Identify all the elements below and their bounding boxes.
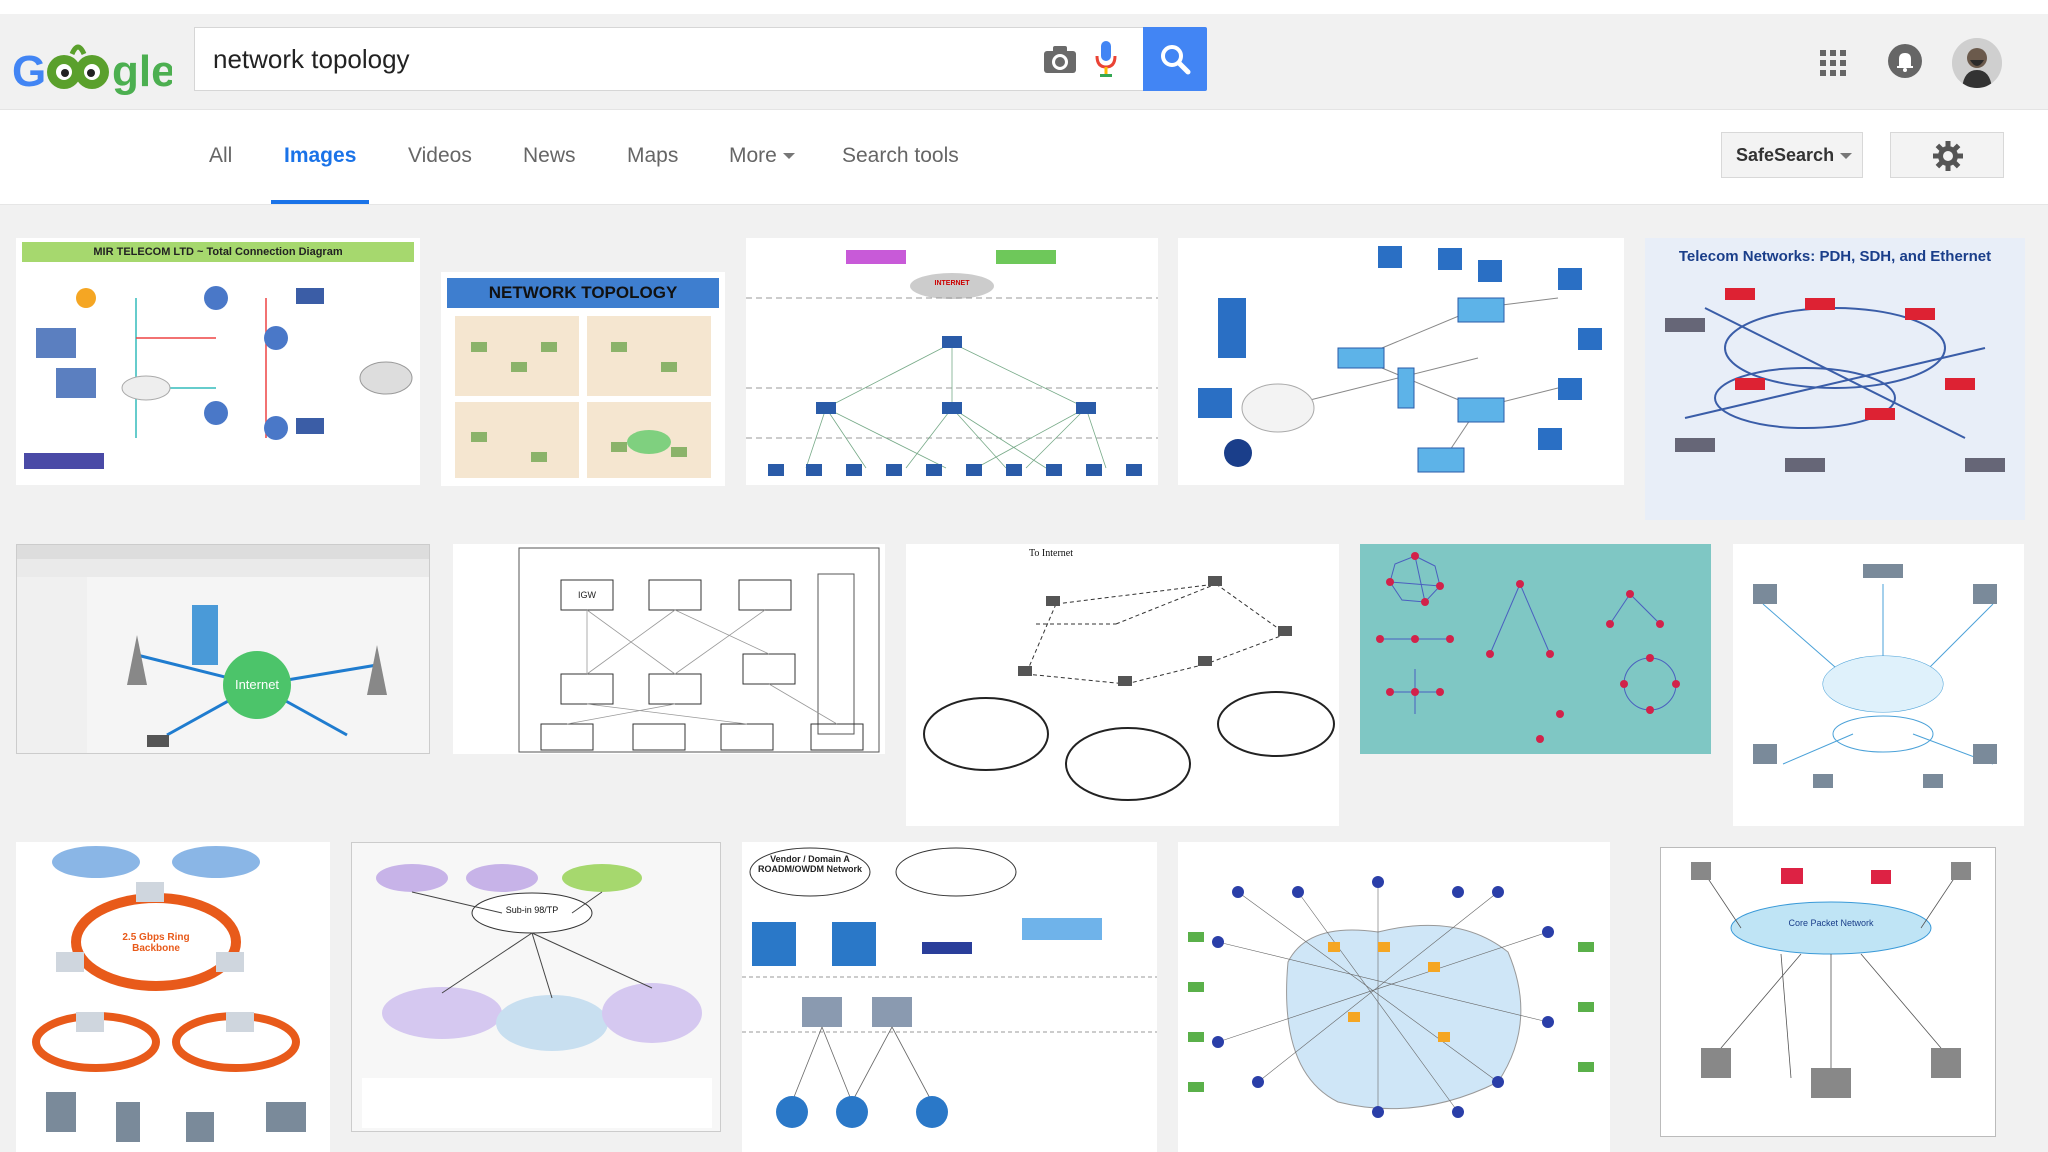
result-caption: Vendor / Domain A ROADM/OWDM Network [758,854,862,874]
tab-search-tools[interactable]: Search tools [842,144,959,167]
result-caption: INTERNET [934,280,970,287]
image-result[interactable]: INTERNET [746,238,1158,485]
svg-text:gle: gle [112,47,172,96]
image-result[interactable]: Sub-in 98/TP [351,842,721,1132]
safesearch-button[interactable]: SafeSearch [1721,132,1863,178]
svg-text:G: G [12,47,46,96]
image-result[interactable]: Vendor / Domain A ROADM/OWDM Network [742,842,1157,1152]
google-logo[interactable]: G gle [12,36,176,100]
result-caption: MIR TELECOM LTD ~ Total Connection Diagr… [93,246,343,258]
image-result[interactable] [1360,544,1711,754]
result-caption: IGW [578,590,596,600]
image-result[interactable]: Internet [16,544,430,754]
image-result[interactable] [1733,544,2024,826]
image-result[interactable]: Core Packet Network [1660,847,1996,1137]
gear-icon [1933,141,1963,171]
header: G gle network topology [0,14,2048,110]
image-result[interactable]: To Internet [906,544,1339,826]
account-avatar[interactable] [1952,38,2002,88]
result-caption: NETWORK TOPOLOGY [488,283,678,302]
search-icon [1161,45,1191,75]
image-result[interactable]: 2.5 Gbps Ring Backbone [16,842,330,1152]
tab-all[interactable]: All [209,144,233,167]
search-input[interactable]: network topology [213,44,410,74]
result-caption: Core Packet Network [1788,918,1874,928]
tab-news[interactable]: News [523,144,576,167]
image-result[interactable]: IGW [453,544,885,754]
tab-more[interactable]: More [729,144,795,204]
search-nav: All Images Videos News Maps More Search … [0,110,2048,205]
image-results: MIR TELECOM LTD ~ Total Connection Diagr… [0,205,2048,1152]
top-strip [0,0,2048,14]
result-caption: To Internet [1029,548,1074,559]
result-caption: Telecom Networks: PDH, SDH, and Ethernet [1678,248,1992,265]
image-result[interactable]: MIR TELECOM LTD ~ Total Connection Diagr… [16,238,420,485]
image-result[interactable] [1178,842,1610,1152]
tab-videos[interactable]: Videos [408,144,472,167]
chevron-down-icon [1840,153,1853,160]
image-result[interactable] [1178,238,1624,485]
tab-more-label: More [729,144,777,167]
image-result[interactable]: NETWORK TOPOLOGY [441,272,725,486]
settings-button[interactable] [1890,132,2004,178]
result-caption: Internet [234,677,280,692]
result-caption: 2.5 Gbps Ring Backbone [122,932,190,954]
search-button[interactable] [1143,27,1207,91]
notifications-bell-icon[interactable] [1888,44,1922,78]
tab-images[interactable]: Images [271,144,370,204]
safesearch-label: SafeSearch [1736,145,1835,165]
microphone-icon[interactable] [1095,40,1117,78]
result-caption: Sub-in 98/TP [505,905,559,915]
chevron-down-icon [782,153,795,160]
image-result[interactable]: Telecom Networks: PDH, SDH, and Ethernet [1645,238,2025,520]
tab-maps[interactable]: Maps [627,144,679,167]
apps-grid-icon[interactable] [1820,50,1846,76]
camera-icon[interactable] [1043,44,1077,74]
search-box[interactable]: network topology [194,27,1143,91]
